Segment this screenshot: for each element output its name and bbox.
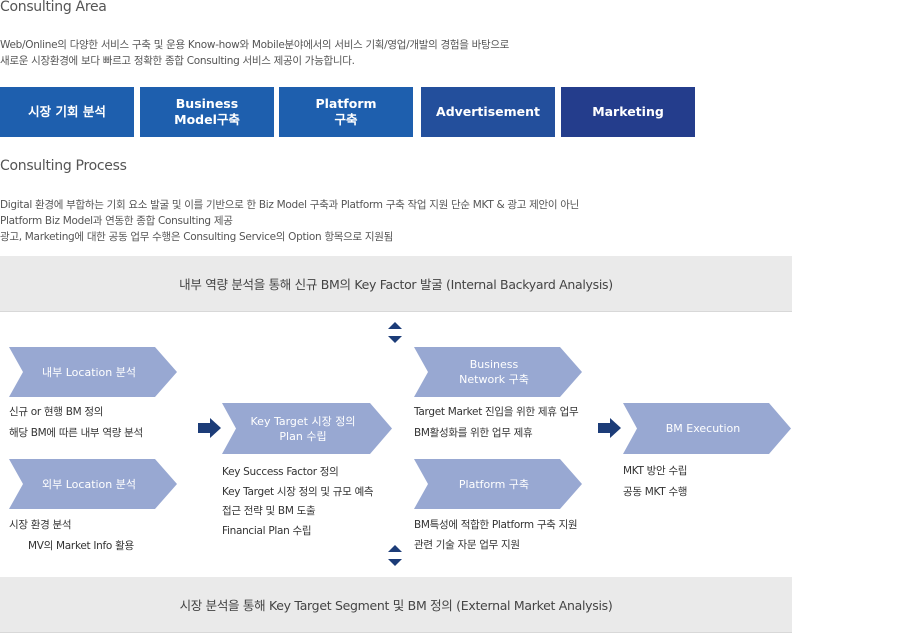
target-note-2: Key Target 시장 정의 및 규모 예측 <box>222 486 374 498</box>
process-desc-line-3: 광고, Marketing에 대한 공동 업무 수행은 Consulting S… <box>0 231 394 243</box>
step-business-network: Business Network 구축 <box>414 347 582 397</box>
platform-note-1: BM특성에 적합한 Platform 구축 지원 <box>414 519 578 531</box>
area-desc-line-2: 새로운 시장환경에 보다 빠르고 정확한 종합 Consulting 서비스 제… <box>0 55 355 67</box>
chevron-shape <box>623 403 791 454</box>
tab-advertisement[interactable]: Advertisement <box>421 87 555 137</box>
step-external-location-label: 외부 Location 분석 <box>42 477 136 491</box>
consulting-area-title: Consulting Area <box>0 0 107 15</box>
step-platform-label: Platform 구축 <box>458 477 530 491</box>
network-note-2: BM활성화를 위한 업무 제휴 <box>414 427 533 439</box>
right-arrow-icon <box>198 418 221 438</box>
tab-marketing[interactable]: Marketing <box>561 87 695 137</box>
execution-note-1: MKT 방안 수립 <box>623 465 688 477</box>
chevron-shape <box>9 459 177 509</box>
step-external-location: 외부 Location 분석 <box>9 459 177 509</box>
internal-note-2: 해당 BM에 따른 내부 역량 분석 <box>9 427 143 439</box>
step-platform: Platform 구축 <box>414 459 582 509</box>
target-note-4: Financial Plan 수립 <box>222 525 312 537</box>
chevron-shape <box>222 403 392 454</box>
consulting-area-description: Web/Online의 다양한 서비스 구축 및 운용 Know-how와 Mo… <box>0 37 509 69</box>
step-key-target-label: Key Target 시장 정의 Plan 수립 <box>250 414 356 443</box>
internal-note-1: 신규 or 현행 BM 정의 <box>9 406 104 418</box>
external-analysis-band: 시장 분석을 통해 Key Target Segment 및 BM 정의 (Ex… <box>0 577 792 633</box>
up-down-arrow-icon <box>388 322 402 343</box>
external-note-1: 시장 환경 분석 <box>9 519 72 531</box>
step-bm-execution-label: BM Execution <box>665 422 741 435</box>
network-note-1: Target Market 진입을 위한 제휴 업무 <box>414 406 579 418</box>
step-internal-location: 내부 Location 분석 <box>9 347 177 397</box>
internal-analysis-band: 내부 역량 분석을 통해 신규 BM의 Key Factor 발굴 (Inter… <box>0 256 792 312</box>
chevron-shape <box>9 347 177 397</box>
tab-market-opportunity[interactable]: 시장 기회 분석 <box>0 87 134 137</box>
process-desc-line-1: Digital 환경에 부합하는 기회 요소 발굴 및 이를 기반으로 한 Bi… <box>0 199 579 211</box>
target-note-1: Key Success Factor 정의 <box>222 466 339 478</box>
chevron-shape <box>414 459 582 509</box>
execution-note-2: 공동 MKT 수행 <box>623 486 688 498</box>
consulting-process-description: Digital 환경에 부합하는 기회 요소 발굴 및 이를 기반으로 한 Bi… <box>0 197 579 245</box>
step-internal-location-label: 내부 Location 분석 <box>42 365 136 379</box>
tab-business-model[interactable]: Business Model구축 <box>140 87 274 137</box>
process-desc-line-2: Platform Biz Model과 연동한 종합 Consulting 제공 <box>0 215 233 227</box>
step-business-network-label: Business Network 구축 <box>459 358 529 386</box>
step-bm-execution: BM Execution <box>623 403 791 454</box>
up-down-arrow-icon <box>388 545 402 566</box>
chevron-shape <box>414 347 582 397</box>
target-note-3: 접근 전략 및 BM 도출 <box>222 505 316 517</box>
external-note-2: MV의 Market Info 활용 <box>28 540 134 552</box>
step-key-target: Key Target 시장 정의 Plan 수립 <box>222 403 392 454</box>
area-desc-line-1: Web/Online의 다양한 서비스 구축 및 운용 Know-how와 Mo… <box>0 39 510 51</box>
platform-note-2: 관련 기술 자문 업무 지원 <box>414 539 520 551</box>
right-arrow-icon <box>598 418 621 438</box>
tab-platform[interactable]: Platform 구축 <box>279 87 413 137</box>
consulting-process-title: Consulting Process <box>0 158 127 174</box>
